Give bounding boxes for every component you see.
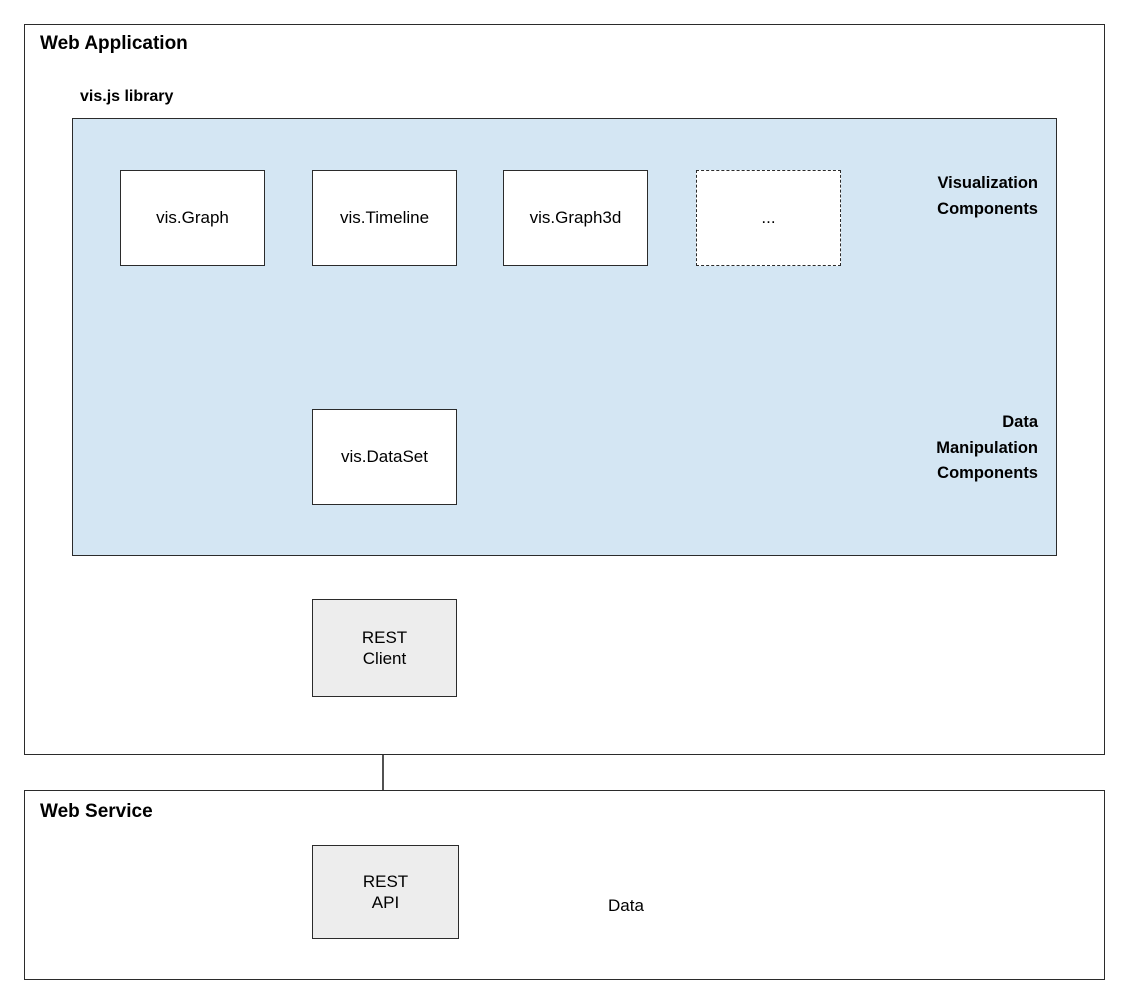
data-store-label: Data <box>608 895 644 915</box>
node-vis-graph3d[interactable]: vis.Graph3d <box>503 170 648 266</box>
node-vis-timeline[interactable]: vis.Timeline <box>312 170 457 266</box>
node-rest-api[interactable]: REST API <box>312 845 459 939</box>
node-vis-dataset[interactable]: vis.DataSet <box>312 409 457 505</box>
node-vis-graph[interactable]: vis.Graph <box>120 170 265 266</box>
visualization-components-label: Visualization Components <box>937 174 1038 218</box>
frame-web-service-title: Web Service <box>40 801 153 822</box>
rest-client-line2: Client <box>362 649 407 668</box>
library-title: vis.js library <box>80 88 174 105</box>
node-rest-client[interactable]: REST Client <box>312 599 457 697</box>
data-manipulation-components-label: Data Manipulation Components <box>936 413 1038 483</box>
rest-client-line1: REST <box>361 627 408 647</box>
node-rest-api-label: REST API <box>363 871 408 914</box>
node-data-store[interactable]: Data <box>550 861 702 948</box>
rest-api-line2: API <box>371 893 400 912</box>
frame-web-service <box>24 790 1105 980</box>
node-rest-client-label: REST Client <box>362 627 407 670</box>
rest-api-line1: REST <box>362 871 409 891</box>
node-more-components[interactable]: ... <box>696 170 841 266</box>
frame-web-application-title: Web Application <box>40 33 188 54</box>
